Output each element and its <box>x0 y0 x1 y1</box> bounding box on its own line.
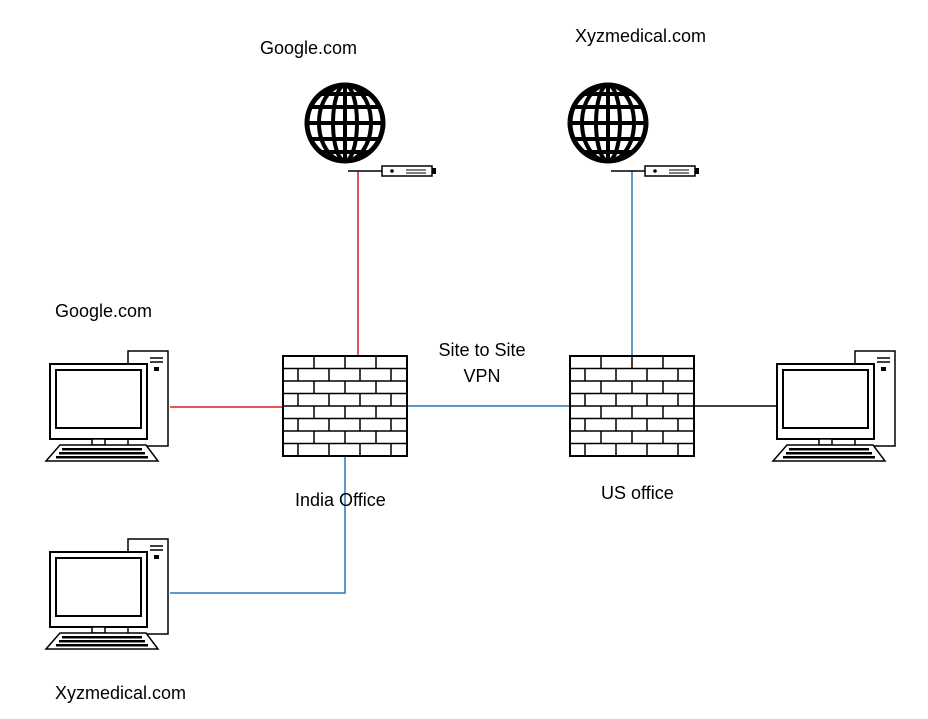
firewall-icon <box>569 355 695 457</box>
computer-icon <box>45 538 169 650</box>
router-icon <box>610 165 700 177</box>
vpn-label-line2: VPN <box>463 366 501 386</box>
firewall-icon <box>282 355 408 457</box>
us-office-label: US office <box>601 483 674 503</box>
globe-icon <box>307 85 383 161</box>
router-icon <box>347 165 437 177</box>
globe-icon <box>570 85 646 161</box>
pc-top-left-label: Google.com <box>55 301 153 321</box>
computer-icon <box>772 350 896 462</box>
link-pc2-india <box>170 456 346 594</box>
globe-right-label: Xyzmedical.com <box>575 26 707 46</box>
globe-left-label: Google.com <box>260 38 358 58</box>
india-office-label: India Office <box>295 490 386 510</box>
computer-icon <box>45 350 169 462</box>
pc-bottom-left-label: Xyzmedical.com <box>55 683 187 703</box>
vpn-label-line1: Site to Site <box>438 340 526 360</box>
